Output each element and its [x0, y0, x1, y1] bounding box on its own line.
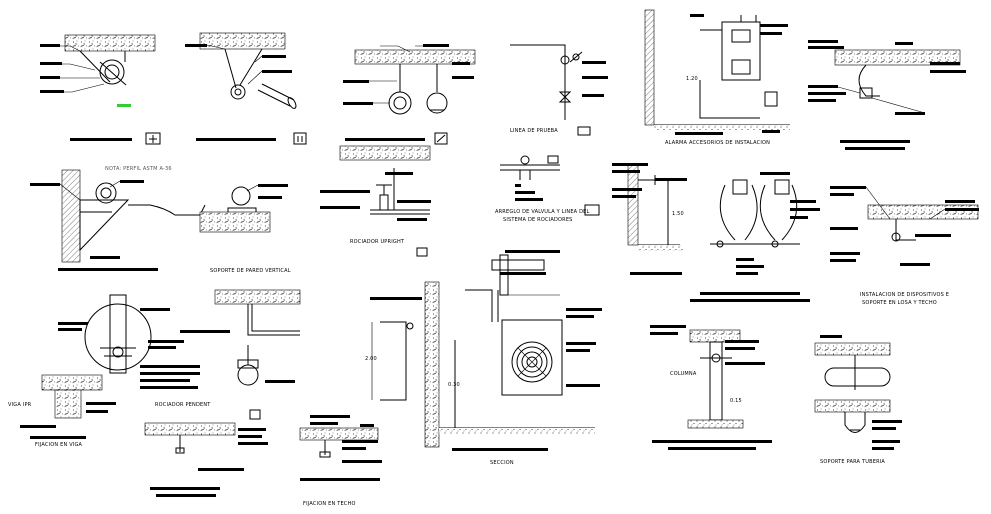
- nota-text: NOTA: PERFIL ASTM A-36: [105, 166, 172, 172]
- detail-column-support: COLUMNA 0.15: [650, 325, 772, 450]
- title-soporte-tuberia: SOPORTE PARA TUBERIA: [820, 459, 885, 465]
- detail-soporte-tuberia: SOPORTE PARA TUBERIA: [814, 335, 902, 465]
- detail-rociador-upright: ROCIADOR UPRIGHT: [320, 145, 431, 257]
- svg-text:VIGA IPR: VIGA IPR: [8, 402, 32, 408]
- detail-arreglo-valvula: ARREGLO DE VALVULA Y LINEA DEL SISTEMA D…: [495, 155, 600, 223]
- svg-text:1.20: 1.20: [686, 76, 698, 82]
- svg-text:COLUMNA: COLUMNA: [670, 371, 697, 377]
- detail-hanger-2: [185, 32, 307, 145]
- detail-soporte-pared: NOTA: PERFIL ASTM A-36 SOPORTE DE PARED …: [30, 166, 291, 274]
- svg-text:1.50: 1.50: [672, 211, 684, 217]
- detail-fijacion-slab-1: [144, 422, 268, 497]
- title-seccion: SECCION: [490, 460, 514, 466]
- svg-text:2.00: 2.00: [365, 356, 377, 362]
- svg-text:0.30: 0.30: [448, 382, 460, 388]
- title-linea-prueba: LINEA DE PRUEBA: [510, 128, 558, 134]
- svg-text:SOPORTE EN LOSA Y TECHO: SOPORTE EN LOSA Y TECHO: [862, 300, 937, 306]
- detail-wall-valve: 1.50: [612, 163, 687, 275]
- detail-pendent-column: VIGA IPR FIJACION EN VIGA: [8, 294, 184, 448]
- detail-alarma: 1.20 ALARMA ACCESORIOS DE INSTALACION: [644, 9, 790, 146]
- svg-text:INSTALACION DE DISPOSITIVOS E: INSTALACION DE DISPOSITIVOS E: [860, 292, 949, 298]
- title-alarma: ALARMA ACCESORIOS DE INSTALACION: [665, 140, 770, 146]
- detail-hanger-1: [40, 34, 161, 145]
- detail-fijacion-slab-2: FIJACION EN TECHO: [299, 415, 382, 507]
- detail-gabinete: 2.00 0.30 SECCION: [365, 250, 602, 466]
- title-rociador-pendent: ROCIADOR PENDENT: [155, 402, 211, 408]
- svg-text:0.15: 0.15: [730, 398, 742, 404]
- title-fijacion-viga: FIJACION EN VIGA: [35, 442, 83, 448]
- detail-detector-pair: [690, 172, 820, 302]
- svg-text:SISTEMA DE ROCIADORES: SISTEMA DE ROCIADORES: [503, 217, 573, 223]
- detail-rociador-pendent: ROCIADOR PENDENT: [140, 289, 301, 420]
- detail-detector-slab: [808, 40, 966, 150]
- detail-instalacion-dispositivos: INSTALACION DE DISPOSITIVOS E SOPORTE EN…: [830, 186, 979, 306]
- title-fijacion-techo: FIJACION EN TECHO: [303, 501, 356, 507]
- title-rociador-upright: ROCIADOR UPRIGHT: [350, 239, 405, 245]
- detail-hanger-3: [343, 44, 476, 145]
- detail-linea-prueba: LINEA DE PRUEBA: [510, 44, 608, 136]
- title-soporte-pared: SOPORTE DE PARED VERTICAL: [210, 268, 291, 274]
- svg-text:ARREGLO DE VALVULA Y LINEA DEL: ARREGLO DE VALVULA Y LINEA DEL: [495, 209, 590, 215]
